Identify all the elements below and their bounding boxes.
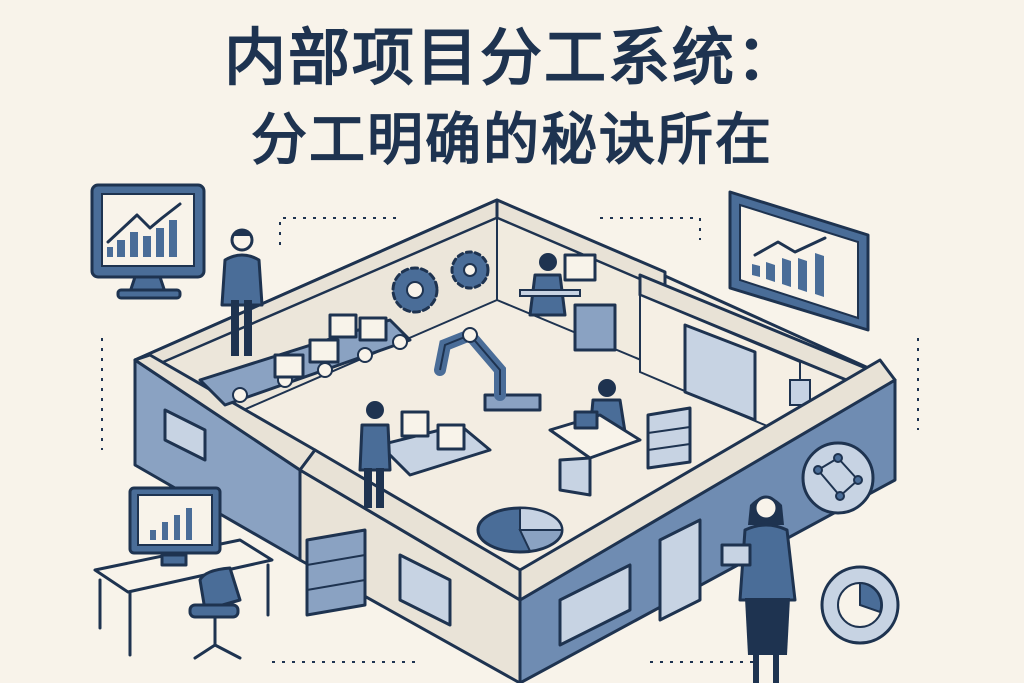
window — [398, 553, 452, 627]
businesswoman-with-tablet — [720, 495, 797, 683]
worker-packing-boxes — [358, 401, 492, 508]
pie-chart-circle — [820, 565, 900, 645]
page-title-line-2: 分工明确的秘诀所在 — [251, 108, 773, 173]
dotted-guides — [101, 217, 919, 663]
pie-chart — [476, 506, 564, 554]
worker-with-laptop — [548, 379, 642, 497]
manager-standing — [220, 228, 264, 356]
conveyor-belt-with-boxes — [198, 313, 412, 407]
monitor-with-growth-chart-right — [728, 190, 870, 332]
network-diagram-circle — [801, 441, 875, 515]
window — [163, 408, 207, 462]
door — [658, 518, 702, 622]
worker-at-computer — [519, 253, 617, 352]
robotic-arm — [434, 327, 542, 412]
window — [558, 563, 632, 647]
page-title-line-1: 内部项目分工系统： — [223, 21, 800, 94]
gears — [391, 250, 490, 314]
desk-with-monitor-and-chair — [93, 486, 274, 660]
front-walls — [133, 353, 897, 683]
filing-cabinets — [305, 406, 692, 617]
right-inner-wall — [638, 273, 897, 442]
monitor-with-growth-chart-left — [90, 183, 206, 300]
